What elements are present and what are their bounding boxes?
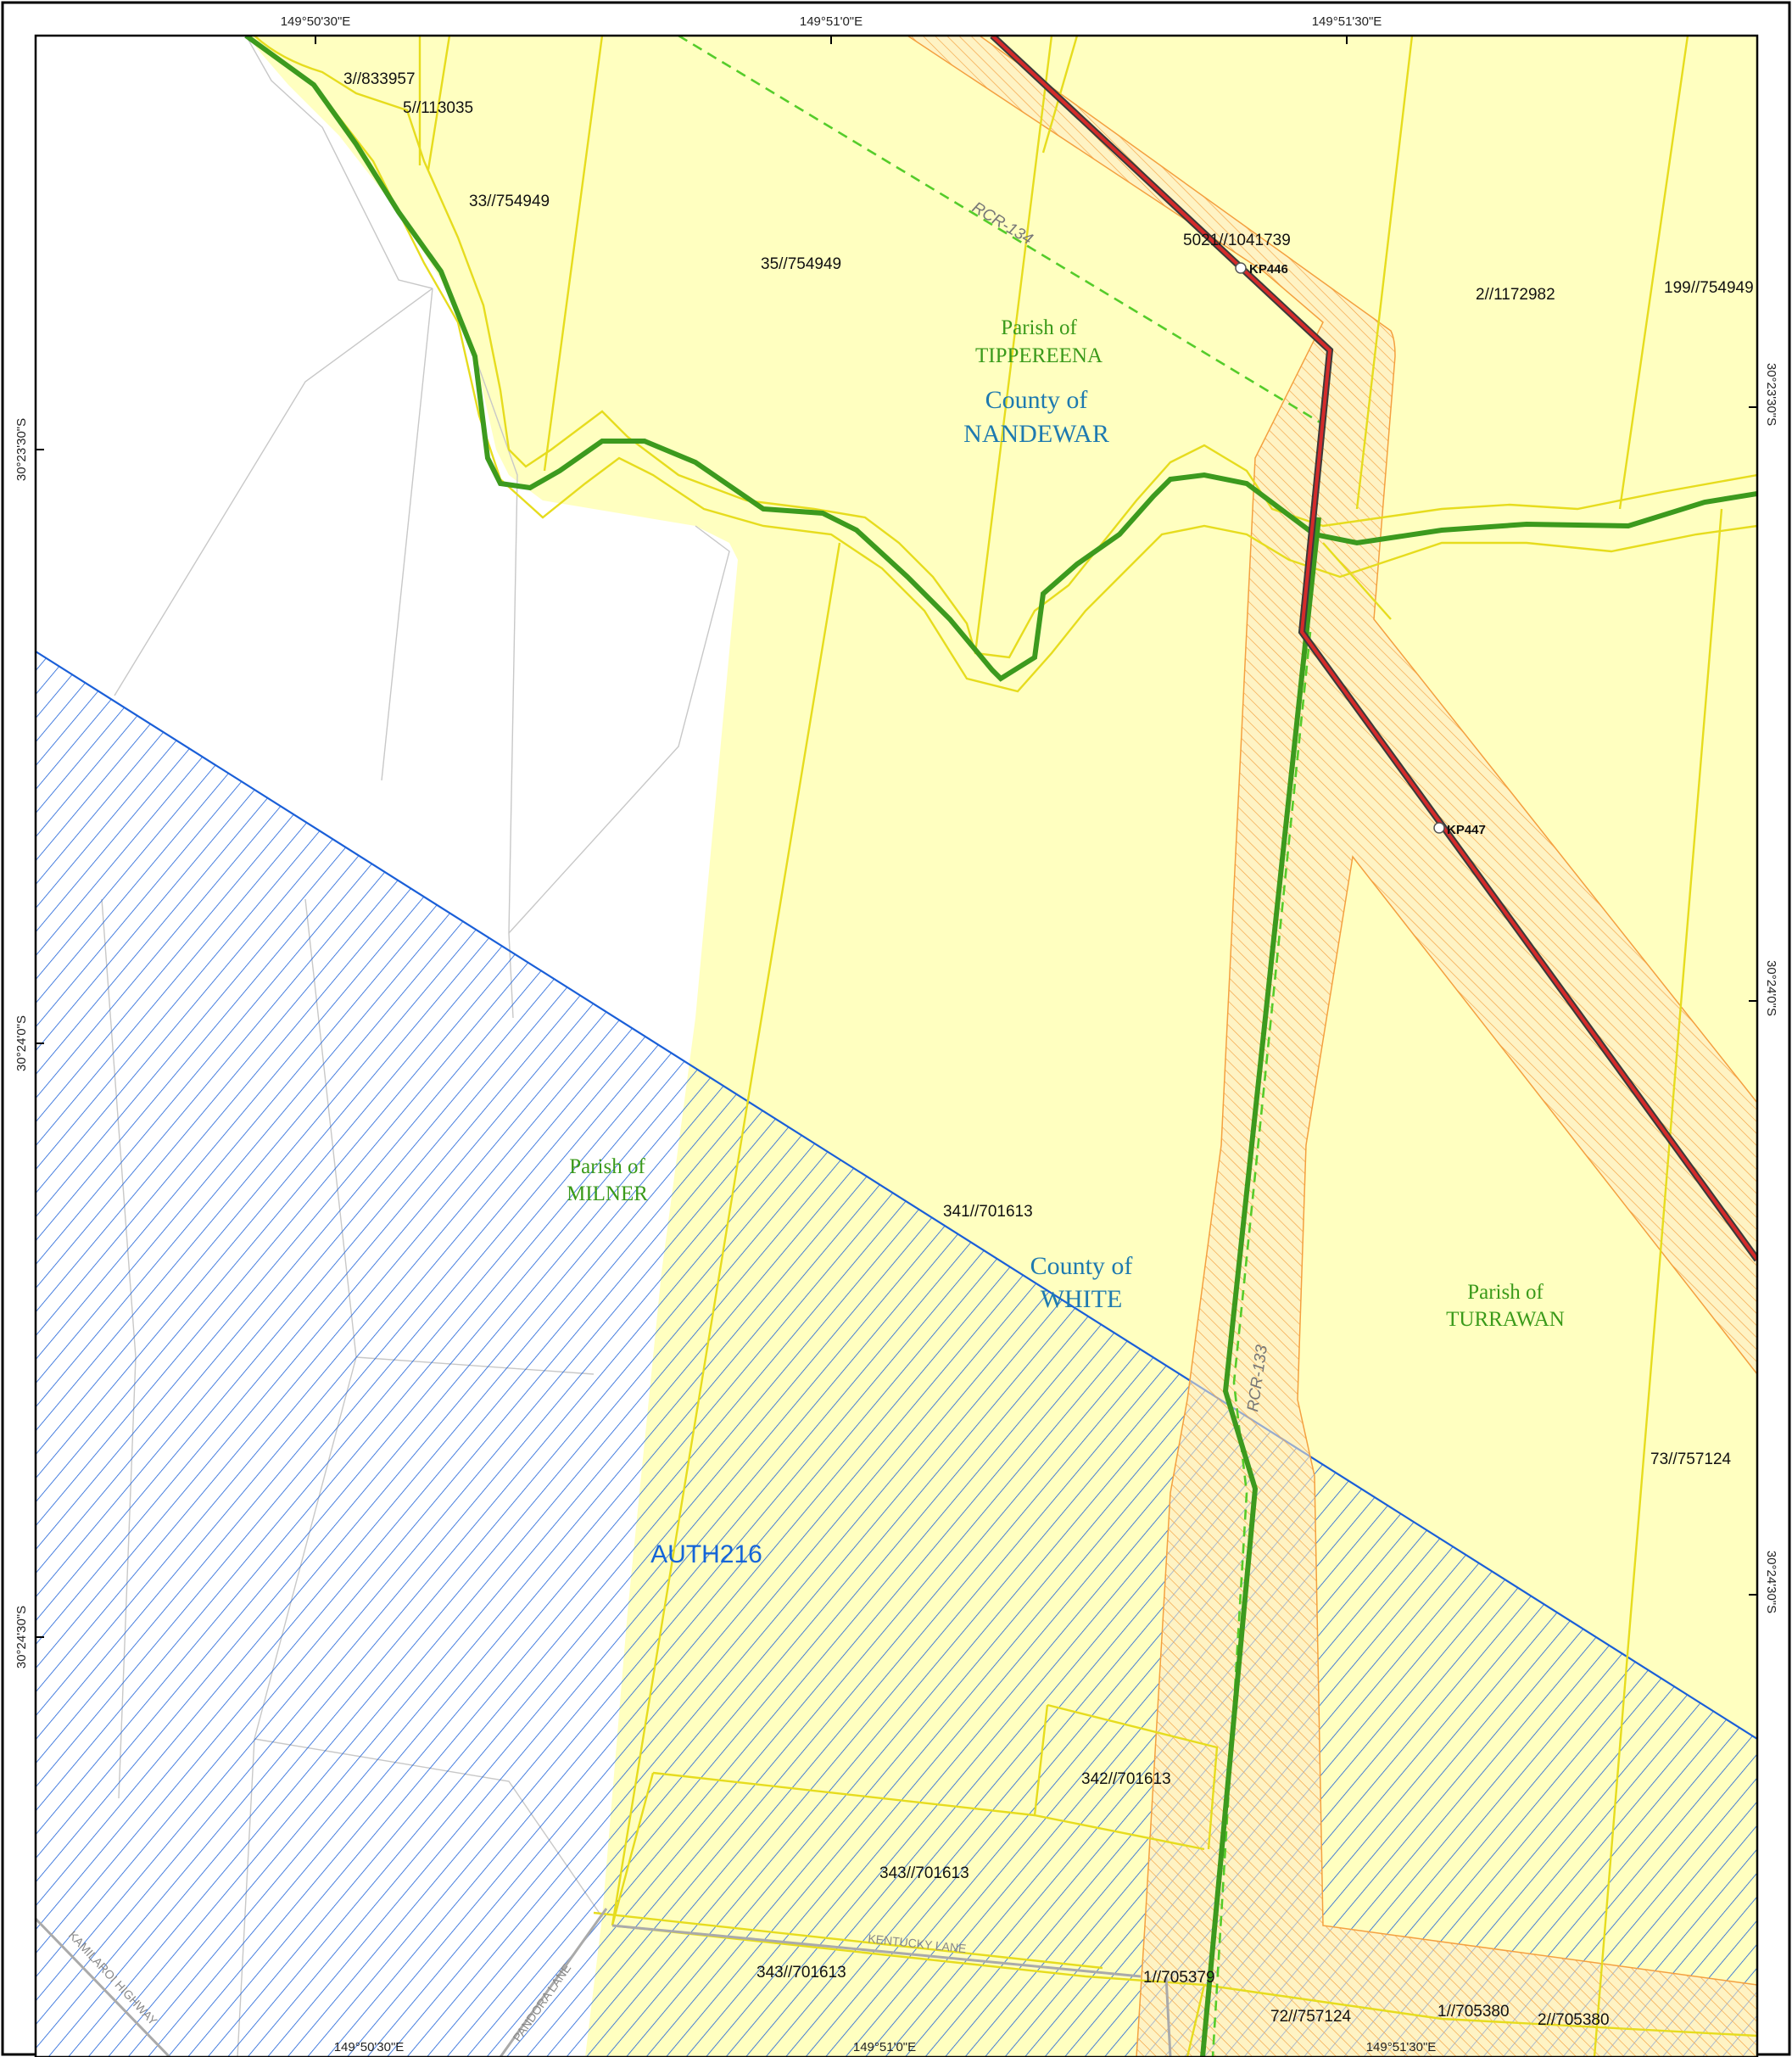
rcr-133-route	[1211, 631, 1312, 2057]
left-coord-2: 30°24'0"S	[14, 1015, 29, 1071]
bottom-coord-3: 149°51'30"E	[1366, 2040, 1437, 2054]
lot-label[interactable]: 3//833957	[343, 70, 416, 88]
lot-label[interactable]: 342//701613	[1081, 1770, 1171, 1788]
right-coord-2: 30°24'0"S	[1764, 960, 1778, 1016]
green-easement-line	[1200, 517, 1321, 2057]
bottom-coord-2: 149°51'0"E	[853, 2040, 916, 2054]
lot-label[interactable]: 72//757124	[1270, 2008, 1352, 2026]
county-label-white: County of	[1030, 1252, 1133, 1280]
top-coord-1: 149°50'30"E	[281, 14, 351, 29]
top-coord-3: 149°51'30"E	[1312, 14, 1382, 29]
county-label-nandewar: County of	[985, 386, 1088, 414]
kp-label: KP446	[1249, 262, 1288, 277]
lot-label[interactable]: 2//705380	[1538, 2011, 1610, 2029]
kp-label: KP447	[1447, 823, 1486, 837]
lot-label[interactable]: 1//705380	[1438, 2003, 1510, 2021]
county-label-nandewar: NANDEWAR	[963, 420, 1109, 448]
auth216-boundary	[36, 651, 1757, 1740]
parish-label-milner: Parish of	[569, 1155, 645, 1178]
rcr-134-route	[678, 36, 1324, 426]
right-coord-1: 30°23'30"S	[1764, 363, 1778, 426]
authority-label[interactable]: AUTH216	[650, 1540, 762, 1568]
lot-label[interactable]: 33//754949	[469, 193, 550, 210]
kp447-marker[interactable]	[1433, 822, 1445, 834]
left-coord-3: 30°24'30"S	[14, 1606, 29, 1669]
parish-label-tippereena: TIPPEREENA	[975, 344, 1103, 367]
lot-label[interactable]: 199//754949	[1664, 279, 1754, 297]
kp446-marker[interactable]	[1235, 262, 1247, 274]
roads	[36, 1908, 1172, 2057]
county-label-white: WHITE	[1041, 1285, 1123, 1313]
map-border-inner	[34, 34, 1759, 2057]
lot-label[interactable]: 2//1172982	[1476, 286, 1555, 304]
top-coord-2: 149°51'0"E	[800, 14, 863, 29]
graticule-ticks	[36, 36, 1757, 1638]
lot-label[interactable]: 341//701613	[943, 1203, 1033, 1221]
lot-label[interactable]: 1//705379	[1143, 1969, 1215, 1987]
parish-label-milner: MILNER	[567, 1182, 648, 1205]
lot-label[interactable]: 5021//1041739	[1183, 232, 1291, 249]
auth216-area	[36, 651, 1757, 2057]
parish-label-turrawan: Parish of	[1467, 1281, 1544, 1304]
lot-label[interactable]: 5//113035	[403, 99, 473, 117]
left-coord-1: 30°23'30"S	[14, 418, 29, 481]
lot-label[interactable]: 343//701613	[879, 1864, 969, 1882]
map-content	[36, 36, 1757, 2057]
pipeline-corridor	[906, 36, 1757, 2057]
lot-label[interactable]: 343//701613	[756, 1964, 846, 1982]
parish-label-tippereena: Parish of	[1001, 316, 1077, 339]
parcel-boundaries	[245, 36, 1757, 2057]
county-boundary-river	[244, 36, 1757, 682]
lot-label[interactable]: 35//754949	[761, 255, 841, 273]
lot-label[interactable]: 73//757124	[1650, 1451, 1732, 1468]
parish-label-turrawan: TURRAWAN	[1446, 1308, 1565, 1331]
right-coord-3: 30°24'30"S	[1764, 1551, 1778, 1613]
bottom-coord-1: 149°50'30"E	[334, 2040, 405, 2054]
